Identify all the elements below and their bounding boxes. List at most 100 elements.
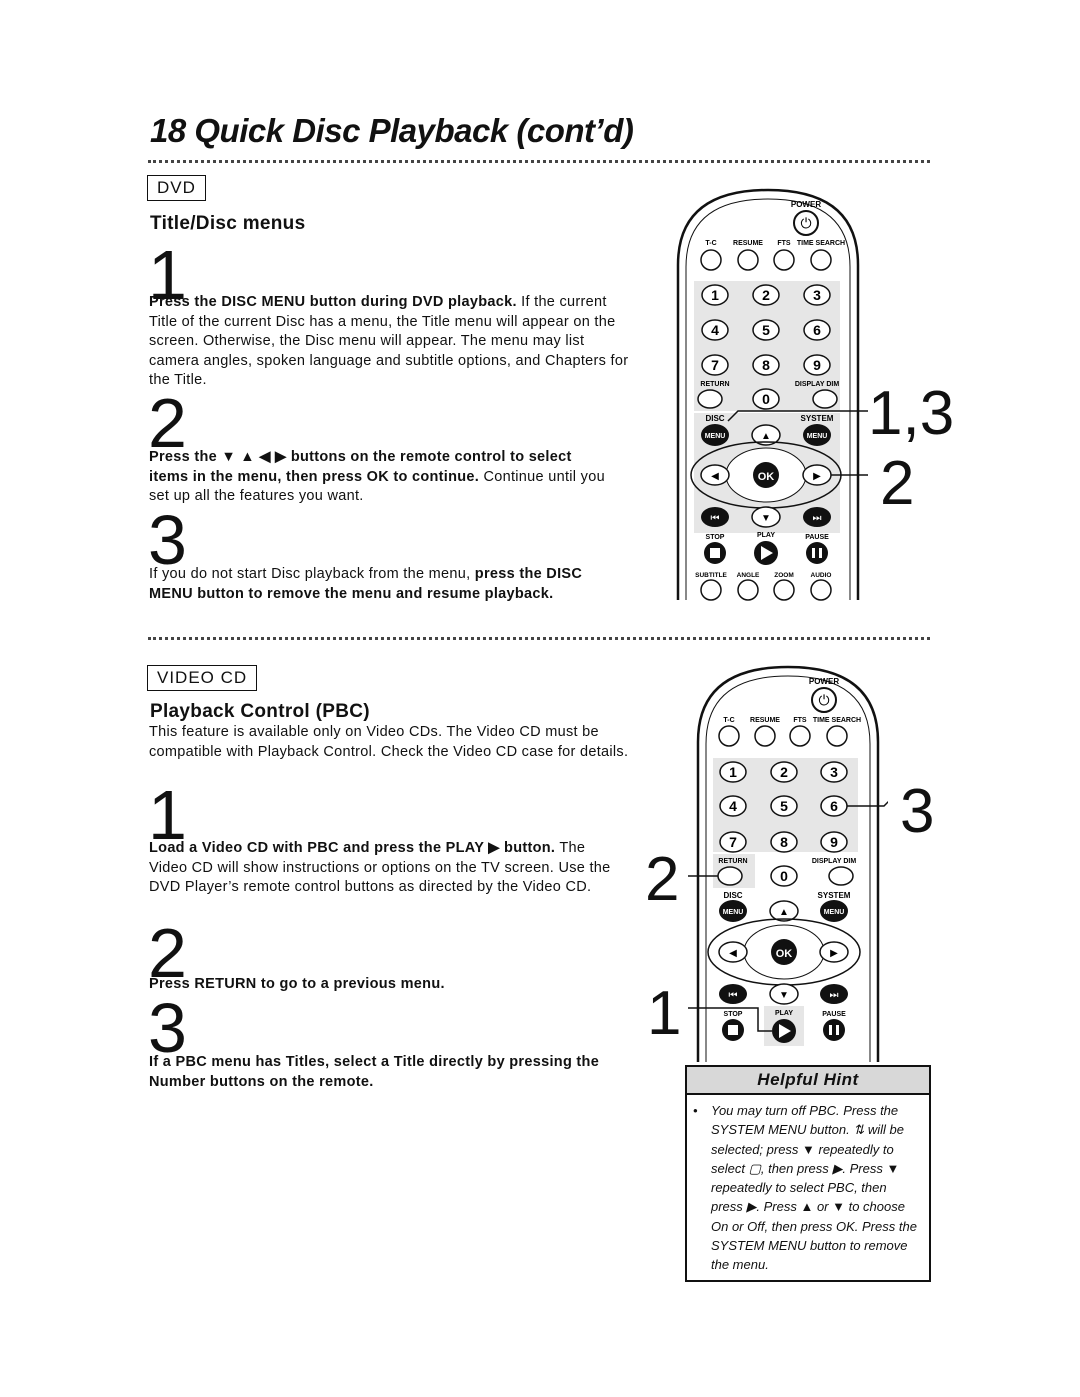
step-bold-text: Load a Video CD with PBC and press the P… xyxy=(149,840,556,856)
svg-text:9: 9 xyxy=(813,357,821,373)
svg-text:◀: ◀ xyxy=(711,471,719,482)
svg-text:TIME SEARCH: TIME SEARCH xyxy=(813,717,861,724)
svg-text:9: 9 xyxy=(830,834,838,850)
callout-label: 1,3 xyxy=(868,379,955,448)
svg-text:DISC: DISC xyxy=(723,891,742,900)
svg-text:4: 4 xyxy=(711,322,719,338)
svg-text:MENU: MENU xyxy=(723,909,744,916)
svg-text:DISPLAY DIM: DISPLAY DIM xyxy=(795,381,840,388)
step-instruction: If you do not start Disc playback from t… xyxy=(149,565,609,604)
callout-label: 2 xyxy=(645,845,680,914)
svg-text:RESUME: RESUME xyxy=(750,717,780,724)
step-instruction: If a PBC menu has Titles, select a Title… xyxy=(149,1053,619,1092)
svg-text:T-C: T-C xyxy=(705,240,716,247)
svg-text:7: 7 xyxy=(711,357,719,373)
svg-text:▲: ▲ xyxy=(779,907,789,918)
remote-control-illustration: POWER ⏻ T-C RESUME FTS TIME SEARCH 1 2 3… xyxy=(676,188,868,601)
svg-text:POWER: POWER xyxy=(809,677,839,686)
step-bold-text: Press RETURN to go to a previous menu. xyxy=(149,976,445,992)
svg-text:2: 2 xyxy=(780,764,788,780)
step-instruction: Press the ▼ ▲ ◀ ▶ buttons on the remote … xyxy=(149,448,609,507)
svg-text:MENU: MENU xyxy=(807,433,828,440)
step-instruction: Press the DISC MENU button during DVD pl… xyxy=(149,293,631,391)
step-number: 2 xyxy=(148,384,187,462)
svg-text:STOP: STOP xyxy=(706,534,725,541)
svg-text:TIME SEARCH: TIME SEARCH xyxy=(797,240,845,247)
svg-text:6: 6 xyxy=(830,798,838,814)
step-number: 1 xyxy=(148,776,187,854)
svg-text:ZOOM: ZOOM xyxy=(774,572,794,579)
svg-text:OK: OK xyxy=(758,471,775,483)
svg-text:MENU: MENU xyxy=(705,433,726,440)
svg-text:1: 1 xyxy=(711,287,719,303)
step-instruction: Press RETURN to go to a previous menu. xyxy=(149,975,619,995)
bullet-icon: • xyxy=(693,1103,698,1118)
power-label: POWER xyxy=(791,200,821,209)
helpful-hint-text: • You may turn off PBC. Press the SYSTEM… xyxy=(693,1101,921,1275)
svg-text:⏮: ⏮ xyxy=(711,513,720,524)
step-number: 3 xyxy=(148,989,187,1067)
svg-text:3: 3 xyxy=(813,287,821,303)
hint-body: You may turn off PBC. Press the SYSTEM M… xyxy=(711,1103,917,1273)
svg-text:RESUME: RESUME xyxy=(733,240,763,247)
step-text: The Video CD will show instructions or o… xyxy=(149,840,611,895)
svg-text:PLAY: PLAY xyxy=(757,532,775,539)
helpful-hint-box: Helpful Hint • You may turn off PBC. Pre… xyxy=(685,1065,931,1282)
step-instruction: Load a Video CD with PBC and press the P… xyxy=(149,839,627,898)
svg-text:4: 4 xyxy=(729,798,737,814)
svg-text:FTS: FTS xyxy=(777,240,791,247)
svg-text:PAUSE: PAUSE xyxy=(822,1011,846,1018)
power-button xyxy=(793,210,819,236)
svg-text:5: 5 xyxy=(762,322,770,338)
callout-label: 1 xyxy=(647,979,682,1048)
svg-text:RETURN: RETURN xyxy=(718,858,747,865)
svg-text:DISPLAY DIM: DISPLAY DIM xyxy=(812,858,857,865)
section-intro: This feature is available only on Video … xyxy=(149,724,629,760)
step-number: 3 xyxy=(148,501,187,579)
svg-text:7: 7 xyxy=(729,834,737,850)
section-heading-title-disc-menus: Title/Disc menus xyxy=(150,213,306,234)
svg-text:1: 1 xyxy=(729,764,737,780)
svg-text:⏻: ⏻ xyxy=(818,692,829,708)
svg-text:ANGLE: ANGLE xyxy=(737,572,760,579)
svg-text:▼: ▼ xyxy=(779,990,789,1001)
svg-text:AUDIO: AUDIO xyxy=(811,572,832,579)
svg-text:6: 6 xyxy=(813,322,821,338)
remote-control-illustration: POWER ⏻ T-C RESUME FTS TIME SEARCH 1 2 3… xyxy=(688,665,888,1062)
power-icon: ⏻ xyxy=(800,215,811,231)
step-bold-text: Press the ▼ ▲ ◀ ▶ buttons on the remote … xyxy=(149,449,572,485)
svg-text:RETURN: RETURN xyxy=(700,381,729,388)
step-text: If the current Title of the current Disc… xyxy=(149,294,629,388)
step-bold-text: press the DISC MENU button to remove the… xyxy=(149,566,583,602)
svg-text:STOP: STOP xyxy=(724,1011,743,1018)
svg-text:PAUSE: PAUSE xyxy=(805,534,829,541)
svg-text:OK: OK xyxy=(776,948,793,960)
svg-text:⏭: ⏭ xyxy=(813,513,822,524)
svg-text:DISC: DISC xyxy=(705,414,724,423)
step-number: 2 xyxy=(148,914,187,992)
helpful-hint-title: Helpful Hint xyxy=(687,1067,929,1095)
svg-text:0: 0 xyxy=(762,391,770,407)
svg-text:◀: ◀ xyxy=(729,948,737,959)
callout-label: 3 xyxy=(900,777,935,846)
svg-text:3: 3 xyxy=(830,764,838,780)
svg-text:5: 5 xyxy=(780,798,788,814)
video-cd-badge: VIDEO CD xyxy=(147,665,258,691)
svg-text:▶: ▶ xyxy=(813,471,821,482)
section-heading-pbc: Playback Control (PBC) xyxy=(150,701,370,722)
step-number: 1 xyxy=(148,236,187,314)
svg-text:2: 2 xyxy=(762,287,770,303)
svg-text:SYSTEM: SYSTEM xyxy=(801,414,834,423)
svg-text:T-C: T-C xyxy=(723,717,734,724)
svg-text:⏭: ⏭ xyxy=(830,990,839,1001)
step-bold-text: If a PBC menu has Titles, select a Title… xyxy=(149,1054,600,1090)
svg-text:⏮: ⏮ xyxy=(729,990,738,1001)
svg-text:SYSTEM: SYSTEM xyxy=(818,891,851,900)
step-text: Continue until you set up all the featur… xyxy=(149,468,605,505)
callout-label: 2 xyxy=(880,449,915,518)
step-text: If you do not start Disc playback from t… xyxy=(149,566,475,582)
page-title: 18 Quick Disc Playback (cont’d) xyxy=(150,112,634,149)
svg-text:SUBTITLE: SUBTITLE xyxy=(695,572,727,579)
svg-text:▲: ▲ xyxy=(761,431,771,442)
section-divider xyxy=(148,160,930,163)
